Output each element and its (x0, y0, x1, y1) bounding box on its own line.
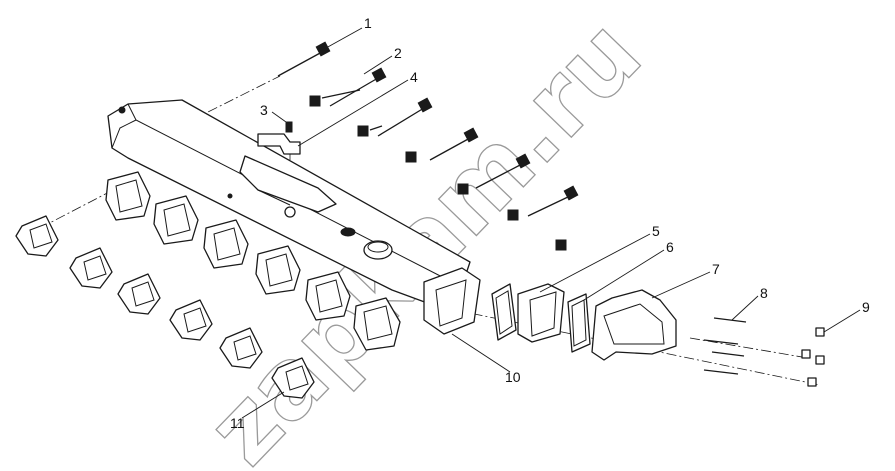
bolt-short-5 (405, 151, 417, 163)
port-gasket-5 (219, 327, 263, 369)
bolt-short-2 (309, 89, 361, 107)
outlet-elbow (591, 289, 677, 361)
callout-2: 2 (394, 45, 402, 61)
bolt-short-6 (457, 183, 469, 195)
bolt-long-2 (329, 67, 387, 107)
studs-and-nuts (703, 317, 825, 387)
manifold-port-1 (105, 171, 151, 221)
callout-7: 7 (712, 261, 720, 277)
bolt-short-8 (555, 239, 567, 251)
manifold-port-2 (153, 195, 199, 245)
bolt-short-7 (507, 209, 519, 221)
manifold-port-5 (305, 271, 351, 321)
port-gasket-6 (271, 357, 315, 399)
manifold-bolts (277, 41, 579, 251)
port-gasket-2 (69, 247, 113, 289)
callout-labels: 1 2 3 4 5 6 7 8 9 10 11 (230, 15, 870, 431)
bolt-long-5 (429, 127, 479, 161)
bolt-long-7 (527, 185, 579, 217)
port-gasket-4 (169, 299, 213, 341)
port-gasket-1 (15, 215, 59, 257)
callout-leaders (241, 27, 861, 419)
bolt-long-6 (475, 153, 531, 189)
outlet-assembly (491, 283, 677, 361)
manifold-port-6 (353, 297, 401, 351)
outlet-spacer (517, 283, 565, 343)
sensor-assembly (257, 121, 301, 218)
manifold-port-3 (203, 219, 249, 269)
bolt-long-4 (377, 97, 433, 137)
port-gasket-set (15, 215, 315, 399)
callout-10: 10 (505, 369, 521, 385)
callout-5: 5 (652, 223, 660, 239)
callout-11: 11 (230, 415, 245, 431)
port-gasket-3 (117, 273, 161, 315)
outlet-gasket-5 (491, 283, 517, 341)
callout-1: 1 (364, 15, 372, 31)
callout-4: 4 (410, 69, 418, 85)
bolt-short-4 (357, 125, 383, 137)
manifold-port-4 (255, 245, 301, 295)
callout-3: 3 (260, 102, 268, 118)
bolt-long-1 (277, 41, 331, 77)
callout-8: 8 (760, 285, 768, 301)
callout-6: 6 (666, 239, 674, 255)
watermark-text: zapkam.ru (186, 0, 663, 471)
callout-9: 9 (862, 299, 870, 315)
exhaust-manifold (105, 99, 481, 351)
